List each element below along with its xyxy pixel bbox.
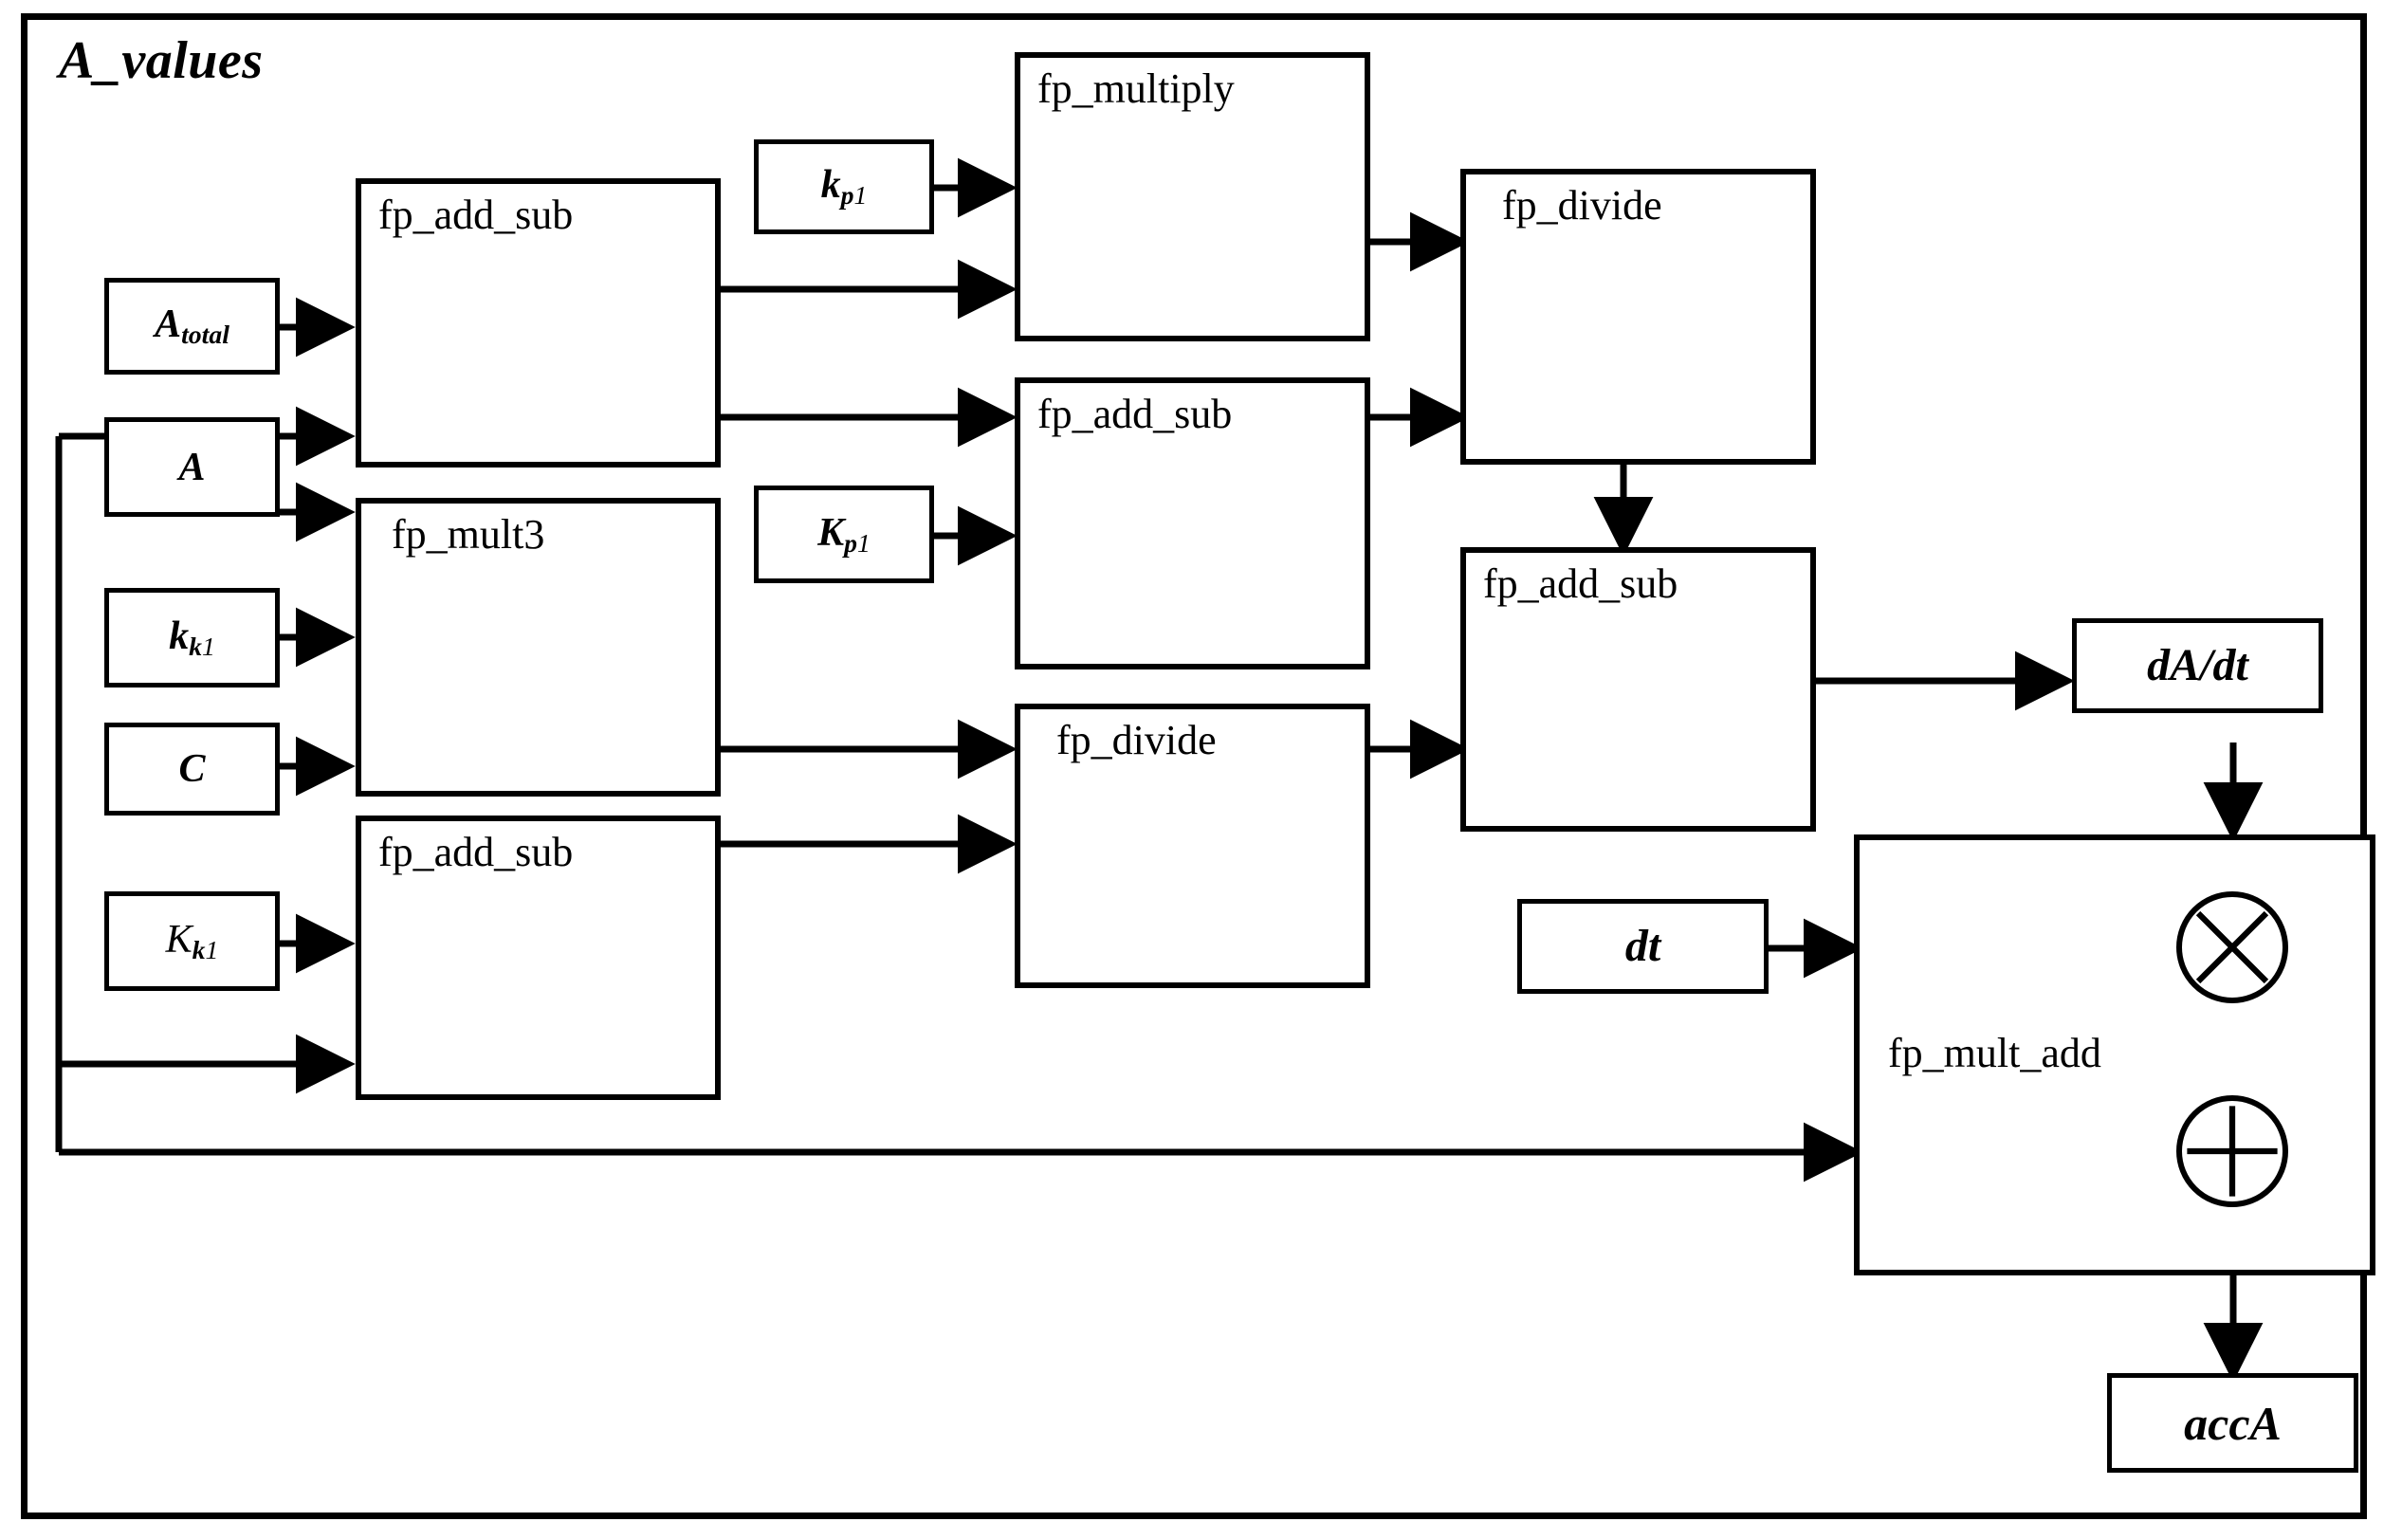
block-fp-multiply-label: fp_multiply [1037,65,1235,112]
block-fp-add-sub-1-label: fp_add_sub [378,192,574,238]
block-fp-add-sub-4-label: fp_add_sub [1483,560,1678,607]
signal-a-total[interactable]: Atotal [104,278,280,375]
block-fp-multiply[interactable]: fp_multiply [1015,52,1370,341]
signal-c[interactable]: C [104,723,280,816]
signal-acca[interactable]: accA [2107,1373,2358,1473]
signal-a-label: A [178,445,206,489]
signal-k-p1-upper[interactable]: Kp1 [754,486,934,583]
signal-k-k1-upper-label: Kk1 [165,917,219,964]
block-fp-divide-2-label: fp_divide [1056,717,1217,763]
block-fp-mult3[interactable]: fp_mult3 [356,498,721,797]
signal-da-dt[interactable]: dA/dt [2072,618,2323,713]
signal-c-label: C [178,747,206,791]
block-fp-divide-1-label: fp_divide [1502,182,1662,229]
signal-acca-label: accA [2184,1396,2282,1450]
signal-k-k1[interactable]: kk1 [104,588,280,688]
block-fp-add-sub-4[interactable]: fp_add_sub [1460,547,1816,832]
signal-k-k1-label: kk1 [169,614,215,661]
block-fp-mult-add[interactable]: fp_mult_add [1854,834,2375,1275]
plus-glyph [2187,1106,2278,1197]
signal-a[interactable]: A [104,417,280,517]
signal-dt[interactable]: dt [1517,899,1769,994]
group-title: A_values [59,31,264,90]
signal-k-p1[interactable]: kp1 [754,139,934,234]
signal-dt-label: dt [1624,921,1661,971]
signal-da-dt-label: dA/dt [2147,640,2248,690]
block-fp-add-sub-2[interactable]: fp_add_sub [356,816,721,1100]
block-fp-add-sub-1[interactable]: fp_add_sub [356,178,721,468]
block-fp-add-sub-3-label: fp_add_sub [1037,391,1233,437]
multiply-glyph [2195,910,2269,984]
signal-k-p1-label: kp1 [820,163,868,211]
block-fp-mult-add-label: fp_mult_add [1888,1030,2101,1076]
signal-a-total-label: Atotal [155,302,229,350]
block-fp-divide-2[interactable]: fp_divide [1015,704,1370,988]
signal-k-k1-upper[interactable]: Kk1 [104,891,280,991]
block-fp-mult3-label: fp_mult3 [392,511,545,558]
block-fp-add-sub-3[interactable]: fp_add_sub [1015,377,1370,669]
signal-k-p1-upper-label: Kp1 [817,510,871,558]
multiply-circle-icon [2176,891,2288,1003]
plus-circle-icon [2176,1095,2288,1207]
block-fp-divide-1[interactable]: fp_divide [1460,169,1816,465]
block-fp-add-sub-2-label: fp_add_sub [378,829,574,875]
